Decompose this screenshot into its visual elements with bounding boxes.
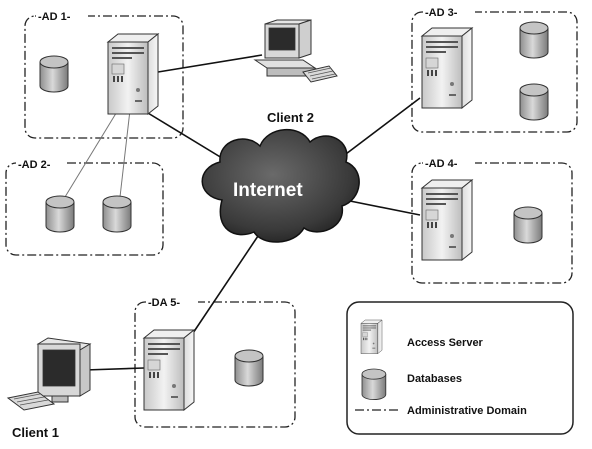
server-icon bbox=[107, 33, 159, 115]
legend-label: Databases bbox=[407, 373, 462, 385]
database-icon bbox=[45, 195, 75, 233]
client-1: Client 1 bbox=[6, 337, 92, 440]
link-ad1-ad2-db1 bbox=[64, 109, 119, 198]
domain-label: -DA 5- bbox=[148, 297, 180, 309]
database-icon bbox=[102, 195, 132, 233]
link-da5-internet bbox=[184, 235, 259, 346]
database-icon bbox=[519, 21, 549, 59]
database-icon bbox=[361, 368, 387, 401]
internet-cloud: Internet bbox=[201, 128, 360, 243]
database-icon bbox=[234, 349, 264, 387]
server-icon bbox=[360, 319, 383, 354]
link-ad4-internet bbox=[344, 199, 421, 216]
admin-domain-ad1: -AD 1- bbox=[24, 9, 184, 139]
link-ad3-internet bbox=[337, 97, 421, 161]
admin-domain-ad3: -AD 3- bbox=[411, 5, 578, 133]
domain-label: -AD 4- bbox=[425, 158, 458, 170]
client-2: Client 2 bbox=[253, 19, 338, 125]
admin-domain-ad2: -AD 2- bbox=[5, 157, 164, 256]
database-icon bbox=[513, 206, 543, 244]
workstation-icon bbox=[6, 337, 92, 411]
workstation-icon bbox=[253, 19, 338, 83]
link-client1-da5 bbox=[84, 367, 145, 371]
domain-label: -AD 1- bbox=[38, 11, 71, 23]
legend-label: Access Server bbox=[407, 337, 484, 349]
legend: Access Server Databases Administrative D… bbox=[346, 301, 574, 435]
admin-domain-ad4: -AD 4- bbox=[411, 156, 573, 284]
link-ad1-client2 bbox=[157, 54, 263, 73]
domain-label: -AD 2- bbox=[18, 159, 51, 171]
server-icon bbox=[421, 27, 473, 109]
server-icon bbox=[421, 179, 473, 261]
legend-label: Administrative Domain bbox=[407, 405, 527, 417]
client-label: Client 2 bbox=[267, 110, 314, 125]
domain-label: -AD 3- bbox=[425, 7, 458, 19]
database-icon bbox=[39, 55, 69, 93]
admin-domain-da5: -DA 5- bbox=[134, 295, 296, 428]
database-icon bbox=[519, 83, 549, 121]
client-label: Client 1 bbox=[12, 425, 59, 440]
link-ad1-ad2-db2 bbox=[119, 109, 131, 198]
internet-label: Internet bbox=[233, 180, 303, 201]
server-icon bbox=[143, 329, 195, 411]
